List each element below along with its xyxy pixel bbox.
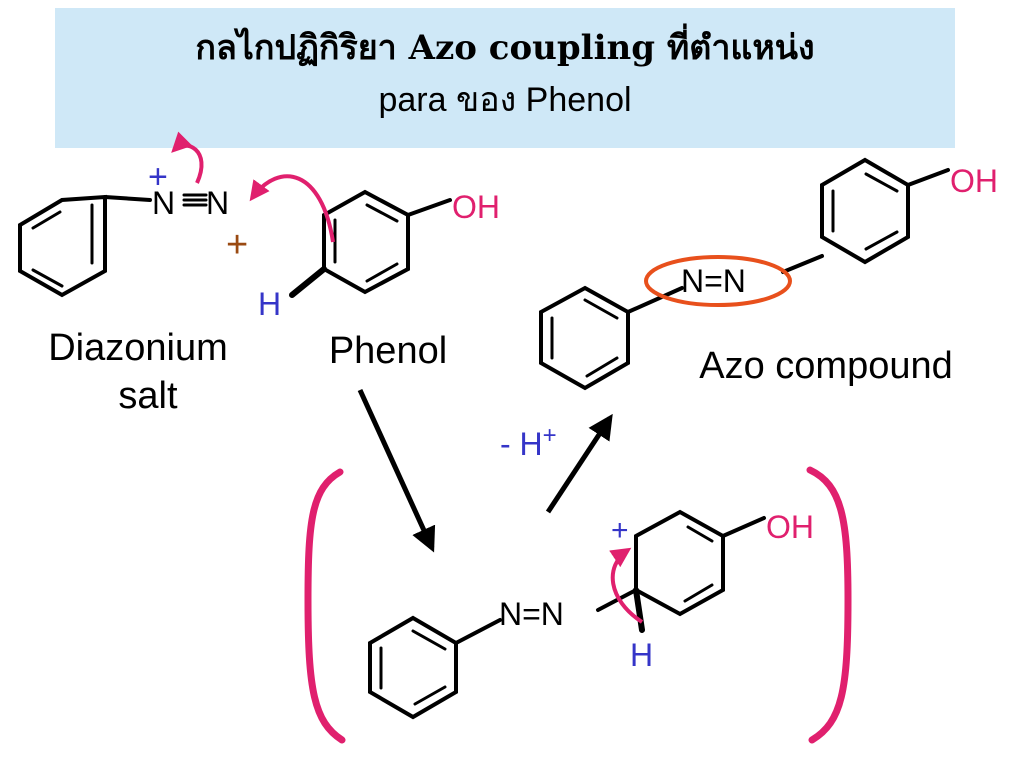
azo-ring-to-oh-bond	[906, 168, 950, 187]
phenol-h-atom: H	[258, 286, 281, 322]
title-box: กลไกปฏิกิริยา Azo coupling ที่ตำแหน่ง pa…	[55, 8, 955, 148]
diazonium-ring-to-n-bond	[103, 195, 152, 202]
intermediate-rearomatization-arrow	[609, 547, 644, 624]
proton-loss-text: - H	[500, 426, 543, 462]
intermediate-ring-to-oh-bond	[721, 516, 766, 538]
azo-product-nn-group: N=N	[681, 263, 746, 299]
arrow-to-intermediate	[357, 388, 436, 553]
proton-loss-charge: +	[543, 422, 557, 449]
phenol-oh-group: OH	[452, 189, 500, 225]
azo-right-benzene-ring	[820, 157, 910, 265]
phenol-benzene-ring	[322, 189, 410, 295]
azo-left-benzene-ring	[539, 285, 630, 391]
left-bracket	[304, 468, 346, 744]
intermediate-benzene-ring	[368, 615, 458, 720]
proton-loss-label: - H+	[500, 422, 557, 462]
azo-product-oh-group: OH	[950, 163, 998, 199]
phenol-molecule	[289, 189, 452, 298]
intermediate-oh-group: OH	[766, 509, 814, 545]
intermediate-ring-to-n-bond	[454, 618, 502, 645]
azo-compound-label: Azo compound	[699, 345, 953, 387]
phenol-ring-to-h-bond	[289, 266, 327, 298]
intermediate-c-to-h-bond	[633, 587, 645, 633]
title-line-1: กลไกปฏิกิริยา Azo coupling ที่ตำแหน่ง	[195, 28, 815, 68]
intermediate-n-to-ring-bond	[596, 588, 638, 612]
diazonium-positive-charge: +	[148, 158, 168, 196]
phenol-attack-arrow	[249, 174, 335, 243]
phenol-ring-to-oh-bond	[406, 198, 452, 217]
diazonium-salt	[18, 193, 208, 298]
azo-n-to-right-ring-bond	[781, 254, 824, 274]
diazonium-n-atom: N	[206, 185, 229, 221]
right-bracket	[806, 466, 852, 744]
diazonium-bond-shift-arrow	[171, 131, 204, 184]
reaction-plus-sign: +	[226, 224, 248, 266]
azo-compound	[539, 157, 950, 391]
title-line-2: para ของ Phenol	[378, 81, 632, 119]
diazonium-n-plus-atom: N	[152, 185, 175, 221]
intermediate-h-atom: H	[630, 637, 653, 673]
intermediate-dienone-ring	[634, 509, 725, 617]
intermediate-nn-group: N=N	[499, 596, 564, 632]
azo-left-ring-to-n-bond	[626, 286, 684, 314]
diazonium-benzene-ring	[18, 194, 107, 298]
sigma-complex-intermediate	[368, 509, 766, 720]
diazonium-label-line-2: salt	[118, 375, 178, 417]
diazonium-label-line-1: Diazonium	[48, 327, 228, 369]
azo-group-highlight-ellipse	[644, 255, 792, 307]
phenol-label: Phenol	[329, 330, 447, 372]
intermediate-positive-charge: +	[611, 514, 629, 547]
arrow-to-product	[545, 413, 613, 514]
